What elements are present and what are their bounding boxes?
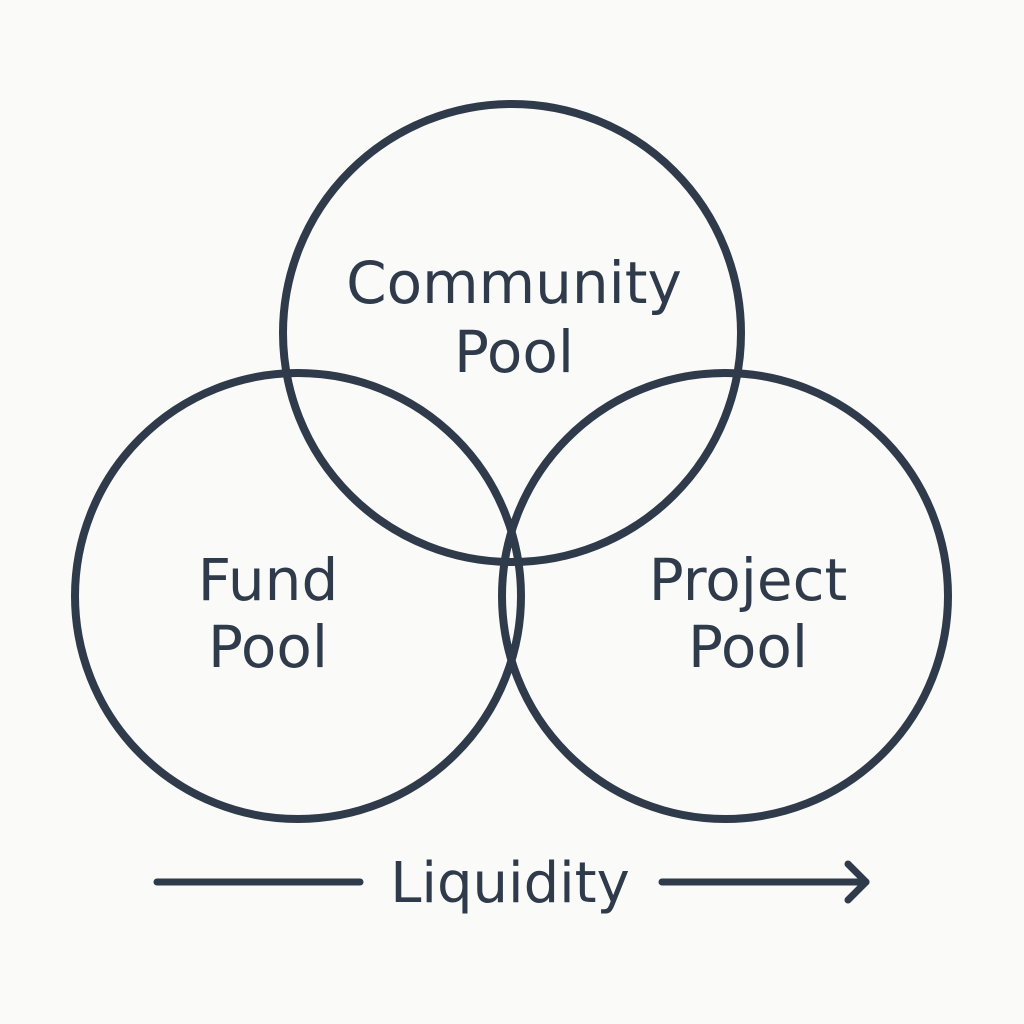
liquidity-axis-label: Liquidity bbox=[390, 851, 630, 916]
fund-pool-circle bbox=[71, 369, 525, 823]
project-pool-circle bbox=[498, 369, 952, 823]
community-pool-label-line-2: Pool bbox=[454, 318, 574, 386]
project-pool-label-line-1: Project bbox=[649, 546, 847, 614]
fund-pool-label-line-1: Fund bbox=[198, 546, 339, 614]
community-pool-circle bbox=[279, 100, 745, 566]
community-pool-label-line-1: Community bbox=[346, 249, 682, 317]
fund-pool-label-line-2: Pool bbox=[208, 613, 328, 681]
project-pool-label-line-2: Pool bbox=[688, 613, 808, 681]
arrow-right-icon bbox=[844, 860, 870, 904]
